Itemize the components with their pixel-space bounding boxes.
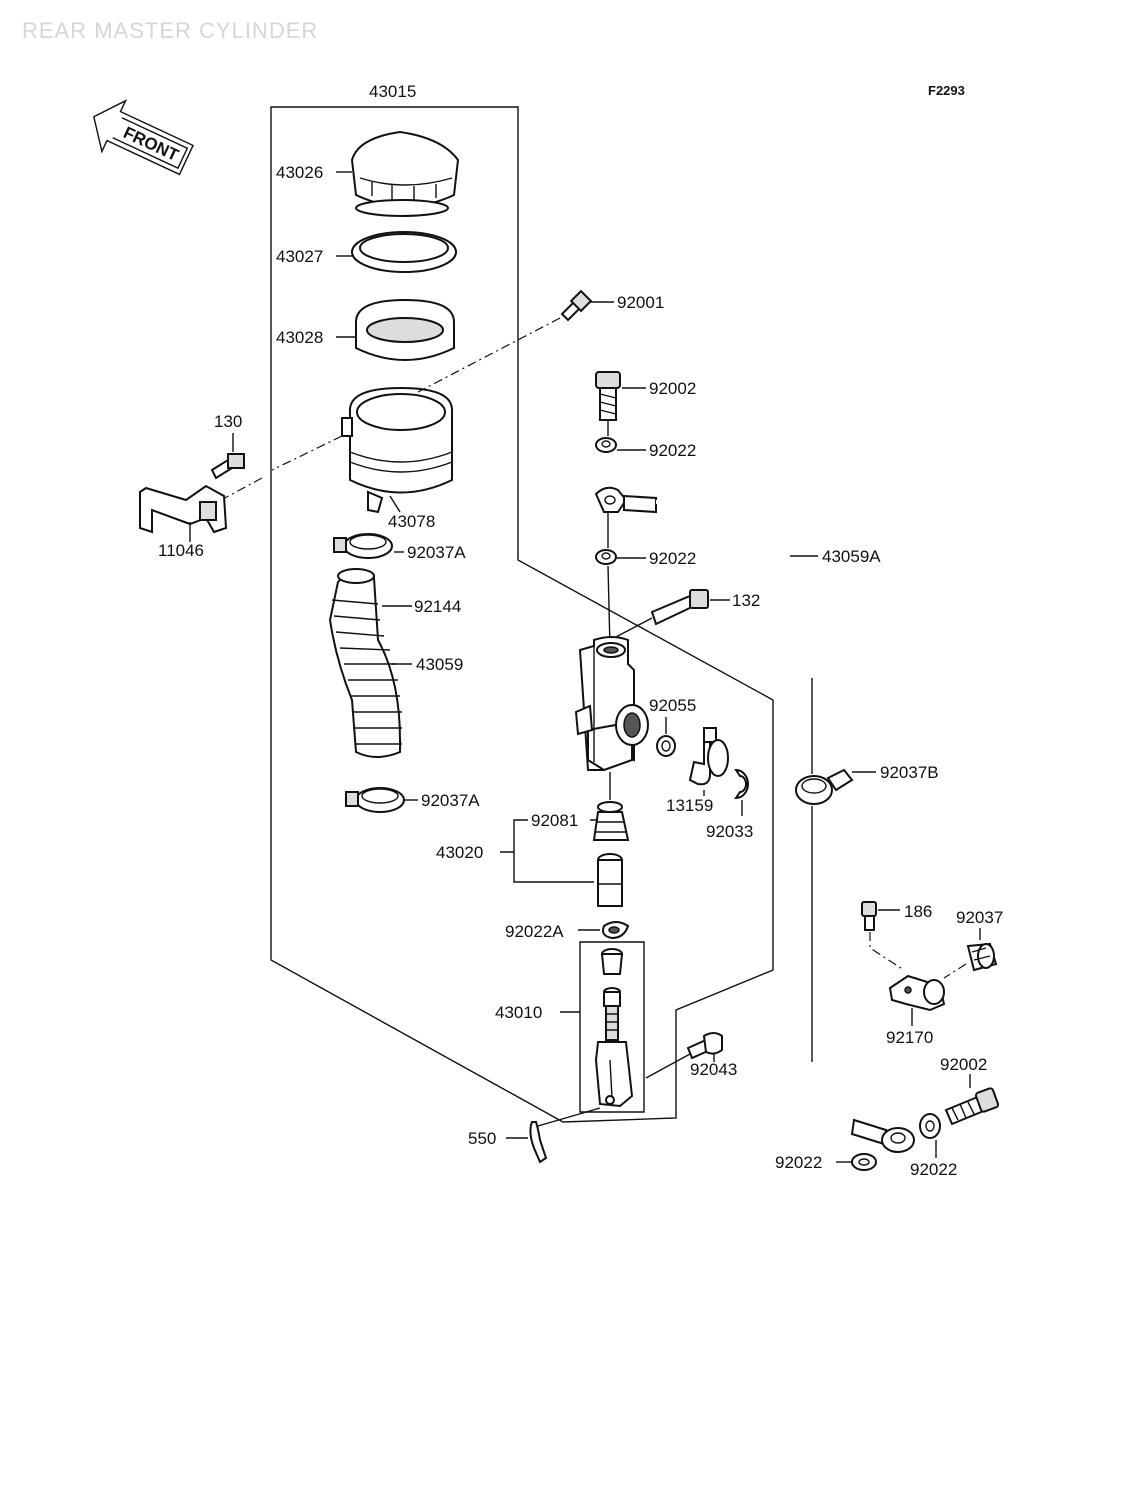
pin-92043: 92043 — [645, 1032, 737, 1079]
label-43059a: 43059A — [822, 547, 881, 566]
label-92022-d: 92022 — [775, 1153, 822, 1172]
elbow-fitting-13159: 13159 — [666, 727, 729, 815]
diaphragm-43028: 43028 — [276, 298, 455, 361]
washer-92022-b: 92022 — [595, 549, 696, 568]
label-43026: 43026 — [276, 163, 323, 182]
label-43059: 43059 — [416, 655, 463, 674]
label-92081: 92081 — [531, 811, 578, 830]
washer-92022-a: 92022 — [595, 437, 696, 460]
label-13159: 13159 — [666, 796, 713, 815]
figure-code: F2293 — [928, 83, 965, 98]
label-92043: 92043 — [690, 1060, 737, 1079]
label-92001: 92001 — [617, 293, 664, 312]
banjo-bolt-92002-lower: 92002 — [940, 1055, 1000, 1126]
label-43010: 43010 — [495, 1003, 542, 1022]
label-92055: 92055 — [649, 696, 696, 715]
lower-hose-fitting — [807, 1063, 915, 1153]
label-43027: 43027 — [276, 247, 323, 266]
label-92022a: 92022A — [505, 922, 564, 941]
label-132: 132 — [732, 591, 760, 610]
label-92037b: 92037B — [880, 763, 939, 782]
brake-hose-43059a: 43059A — [594, 486, 881, 677]
bolt-186: 186 — [861, 901, 932, 971]
label-43020: 43020 — [436, 843, 483, 862]
clamp-92037a-lower: 92037A — [345, 787, 480, 813]
label-92037: 92037 — [956, 908, 1003, 927]
reservoir-cap-43026: 43026 — [276, 130, 460, 217]
bolt-132: 132 — [613, 589, 760, 639]
label-550: 550 — [468, 1129, 496, 1148]
front-arrow-label: FRONT — [120, 123, 182, 165]
reservoir-43078: 43078 — [341, 386, 453, 531]
label-92033: 92033 — [706, 822, 753, 841]
bracket-11046: 11046 — [139, 484, 228, 560]
front-arrow-icon: FRONT — [93, 99, 194, 176]
diagram-title: REAR MASTER CYLINDER — [22, 18, 318, 43]
clamp-92037b: 92037B — [795, 678, 939, 1062]
label-92002-lower: 92002 — [940, 1055, 987, 1074]
label-43078: 43078 — [388, 512, 435, 531]
clamp-plate-92170: 92170 — [886, 974, 946, 1047]
washer-92022-d: 92022 — [775, 1153, 877, 1172]
label-92170: 92170 — [886, 1028, 933, 1047]
circlip-92033: 92033 — [706, 768, 753, 841]
bolt-130: 130 — [210, 412, 245, 480]
label-92022-a: 92022 — [649, 441, 696, 460]
banjo-bolt-92002-upper: 92002 — [595, 371, 696, 421]
circlip-92022a: 92022A — [505, 921, 630, 941]
hose-43059: 92144 43059 — [328, 568, 463, 758]
washer-92022-c: 92022 — [910, 1113, 957, 1179]
master-cylinder-body — [574, 636, 649, 772]
label-92002-upper: 92002 — [649, 379, 696, 398]
label-43015: 43015 — [369, 82, 416, 101]
clamp-92037a-upper: 92037A — [333, 533, 466, 562]
grommet-92037: 92037 — [943, 908, 1003, 979]
piston-kit-43020: 92081 43020 — [436, 801, 630, 907]
label-92022-b: 92022 — [649, 549, 696, 568]
label-92037a-upper: 92037A — [407, 543, 466, 562]
diaphragm-plate-43027: 43027 — [276, 231, 457, 273]
label-43028: 43028 — [276, 328, 323, 347]
push-rod-43010: 43010 — [495, 941, 645, 1113]
label-130: 130 — [214, 412, 242, 431]
label-11046: 11046 — [158, 541, 204, 560]
assembly-outline-43015: 43015 — [270, 82, 774, 1123]
cotter-pin-550: 550 — [468, 1107, 601, 1164]
label-92144: 92144 — [414, 597, 461, 616]
label-92037a-lower: 92037A — [421, 791, 480, 810]
screw-92001: 92001 — [560, 289, 664, 322]
oring-92055: 92055 — [649, 696, 696, 757]
label-186: 186 — [904, 902, 932, 921]
label-92022-c: 92022 — [910, 1160, 957, 1179]
